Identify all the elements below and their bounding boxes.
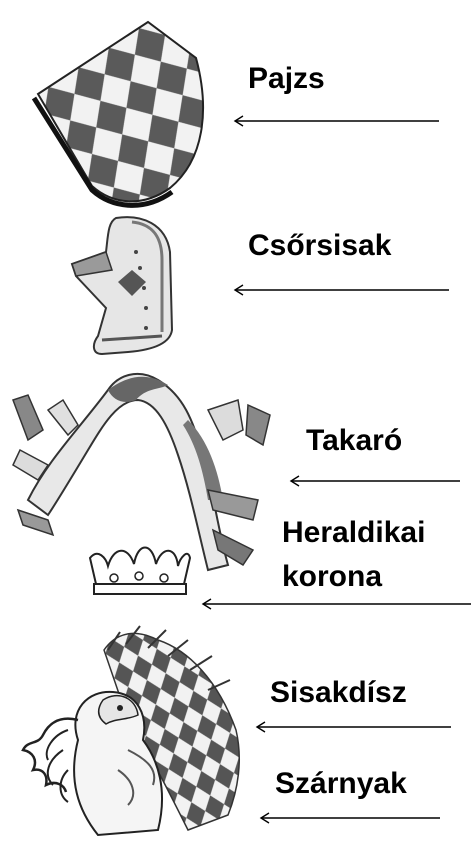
label-pajzs: Pajzs xyxy=(248,62,325,95)
helmet-illustration xyxy=(62,212,182,360)
pointer-arrow-takaro xyxy=(290,474,460,488)
label-sisakdisz: Sisakdísz xyxy=(270,676,407,709)
crown-illustration xyxy=(84,540,194,596)
shield-illustration xyxy=(20,10,220,210)
crest-illustration xyxy=(8,620,248,850)
pointer-arrow-sisakdisz xyxy=(256,720,451,734)
label-csorsisak: Csőrsisak xyxy=(248,229,391,262)
pointer-arrow-pajzs xyxy=(234,114,439,128)
label-korona: korona xyxy=(282,560,382,593)
label-szarnyak: Szárnyak xyxy=(275,767,407,800)
label-takaro: Takaró xyxy=(306,424,402,457)
pointer-arrow-csorsisak xyxy=(234,283,449,297)
pointer-arrow-korona xyxy=(202,597,471,611)
label-heraldikai: Heraldikai xyxy=(282,516,425,549)
pointer-arrow-szarnyak xyxy=(260,811,440,825)
